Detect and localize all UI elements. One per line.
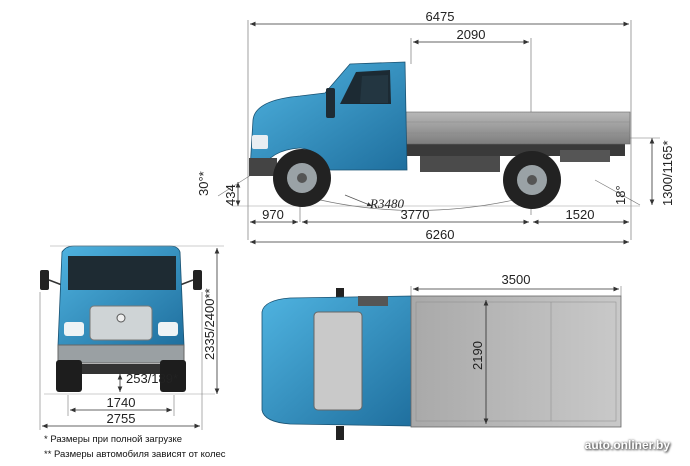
note-full-load: * Размеры при полной загрузке: [44, 434, 183, 445]
dim-front-overhang: 970: [262, 207, 284, 222]
dim-overall-width: 2755: [107, 411, 136, 426]
dim-turn-radius: R3480: [369, 196, 404, 211]
watermark: auto.onliner.by: [584, 438, 670, 452]
dim-front-height: 2335/2400**: [202, 288, 217, 360]
dim-departure-angle: 18°: [613, 185, 628, 205]
dim-cab-to-rear: 2090: [457, 27, 486, 42]
dim-rear-overhang: 1520: [566, 207, 595, 222]
dim-overall-length: 6475: [426, 9, 455, 24]
dim-ground-clearance: 434: [223, 184, 238, 206]
dim-min-clearance: 253/189*: [126, 371, 178, 386]
side-view: [217, 20, 660, 245]
dim-frame-length: 6260: [426, 227, 455, 242]
front-view: [39, 245, 224, 430]
dim-approach-angle: 30°*: [196, 171, 211, 196]
note-wheel-dependent: ** Размеры автомобиля зависят от колес: [44, 449, 226, 460]
dim-platform-height: 1300/1165*: [660, 140, 675, 206]
dim-track-width: 1740: [107, 395, 136, 410]
dim-platform-length: 3500: [502, 272, 531, 287]
top-view: [261, 286, 622, 440]
dim-wheelbase: 3770: [401, 207, 430, 222]
dim-platform-width: 2190: [470, 341, 485, 370]
